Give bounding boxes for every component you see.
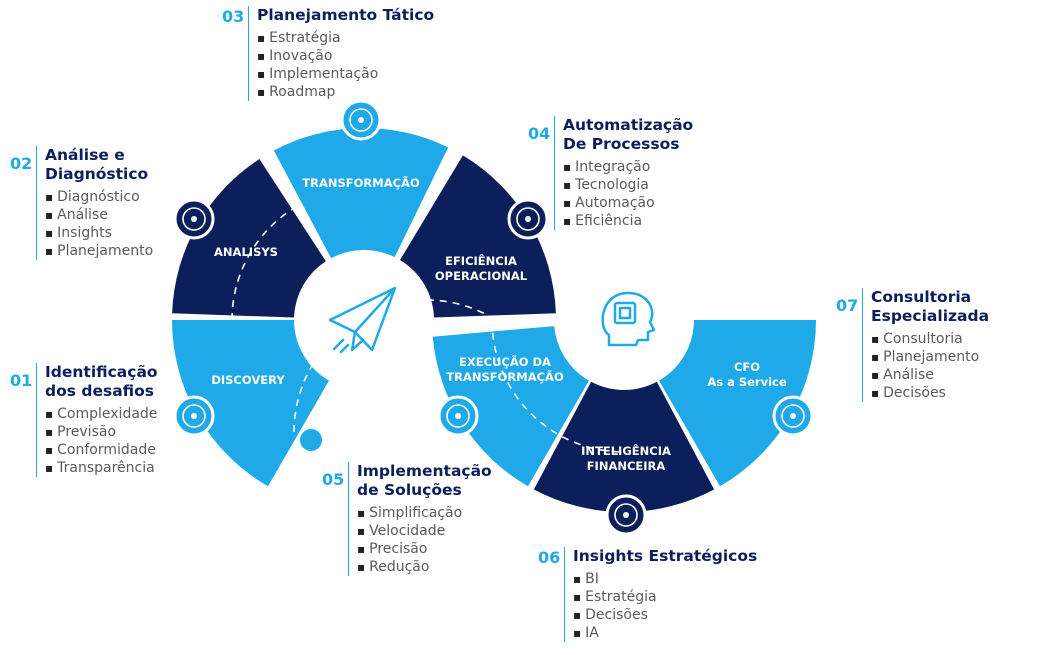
segment-4 <box>400 155 556 318</box>
step-item: Eficiência <box>563 212 693 230</box>
step-body: Planejamento TáticoEstratégiaInovaçãoImp… <box>248 6 434 101</box>
segment-7 <box>659 320 816 487</box>
paper-plane-icon <box>328 286 397 354</box>
rocket-icon <box>437 395 479 437</box>
step-item: Redução <box>357 558 492 576</box>
lightbulb-person-icon <box>772 395 814 437</box>
segment-6 <box>533 381 715 512</box>
step-item: Tecnologia <box>563 176 693 194</box>
segment-2 <box>172 158 326 318</box>
step-title: de Soluções <box>357 481 462 499</box>
step-title: Identificação <box>45 363 158 381</box>
segment-label: TRANSFORMAÇÃO <box>302 175 420 190</box>
step-item: Estratégia <box>257 29 434 47</box>
dashed-track-right <box>491 319 625 453</box>
automation-gear-icon <box>507 198 549 240</box>
step-items: EstratégiaInovaçãoImplementaçãoRoadmap <box>257 29 434 101</box>
step-item: Implementação <box>257 65 434 83</box>
step-item: Planejamento <box>45 242 153 260</box>
dashed-track-arc <box>231 204 299 321</box>
step-number: 05 <box>322 470 345 489</box>
step-body: Insights EstratégicosBIEstratégiaDecisõe… <box>564 547 757 642</box>
step-item: Complexidade <box>45 405 158 423</box>
step-number: 03 <box>222 7 245 26</box>
step-items: IntegraçãoTecnologiaAutomaçãoEficiência <box>563 158 693 230</box>
step-title: Diagnóstico <box>45 165 149 183</box>
step-title: dos desafios <box>45 382 155 400</box>
step-item: Planejamento <box>871 348 989 366</box>
step-item: Precisão <box>357 540 492 558</box>
step-number: 06 <box>538 548 561 567</box>
step-item: Roadmap <box>257 83 434 101</box>
step-items: ComplexidadePrevisãoConformidadeTranspar… <box>45 405 158 477</box>
step-item: Conformidade <box>45 441 158 459</box>
segment-5 <box>432 326 589 487</box>
step-item: Automação <box>563 194 693 212</box>
step-item: Análise <box>871 366 989 384</box>
step-item: Previsão <box>45 423 158 441</box>
step-item: Estratégia <box>573 588 757 606</box>
step-number: 07 <box>836 296 859 315</box>
step-item: Análise <box>45 206 153 224</box>
step-item: Integração <box>563 158 693 176</box>
step-item: Simplificação <box>357 504 492 522</box>
step-items: DiagnósticoAnáliseInsightsPlanejamento <box>45 188 153 260</box>
step-item: Velocidade <box>357 522 492 540</box>
tools-icon <box>340 99 382 141</box>
step-item: Consultoria <box>871 330 989 348</box>
step-title: Insights Estratégicos <box>573 547 758 565</box>
step-items: BIEstratégiaDecisõesIA <box>573 570 757 642</box>
step-item: Diagnóstico <box>45 188 153 206</box>
segment-label: DISCOVERY <box>211 373 285 387</box>
connector-dot <box>300 429 322 451</box>
step-body: ConsultoriaEspecializadaConsultoriaPlane… <box>862 288 989 402</box>
segment-label: ANALISYS <box>214 245 278 259</box>
step-title: Análise e <box>45 146 125 164</box>
ai-head-icon <box>601 291 656 347</box>
step-number: 01 <box>10 371 33 390</box>
lightbulb-search-icon <box>173 395 215 437</box>
step-title: Consultoria <box>871 288 972 306</box>
segment-1 <box>172 320 329 487</box>
step-title: Planejamento Tático <box>257 6 435 24</box>
step-items: SimplificaçãoVelocidadePrecisãoRedução <box>357 504 492 576</box>
step-item: BI <box>573 570 757 588</box>
step-title: Implementação <box>357 462 492 480</box>
finance-document-icon <box>605 494 647 536</box>
dashed-track-left <box>293 299 497 432</box>
step-number: 02 <box>10 154 33 173</box>
step-item: Decisões <box>871 384 989 402</box>
step-items: ConsultoriaPlanejamentoAnáliseDecisões <box>871 330 989 402</box>
step-title: Especializada <box>871 307 990 325</box>
segment-3 <box>273 128 449 259</box>
step-item: Decisões <box>573 606 757 624</box>
step-number: 04 <box>528 124 551 143</box>
step-title: Automatização <box>563 116 694 134</box>
step-item: IA <box>573 624 757 642</box>
step-body: Análise eDiagnósticoDiagnósticoAnáliseIn… <box>36 146 153 260</box>
step-title: De Processos <box>563 135 680 153</box>
step-item: Inovação <box>257 47 434 65</box>
network-nodes-icon <box>173 198 215 240</box>
step-item: Transparência <box>45 459 158 477</box>
step-item: Insights <box>45 224 153 242</box>
